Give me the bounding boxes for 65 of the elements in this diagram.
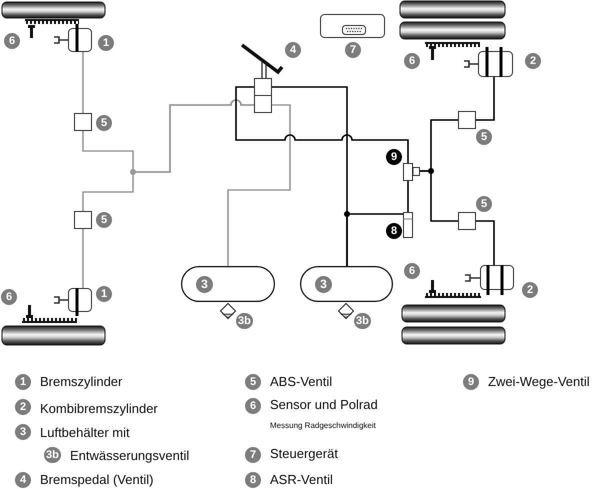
pipe-line <box>420 170 458 222</box>
callout-number: 6 <box>4 33 20 49</box>
brake-cylinder <box>52 288 93 316</box>
callout-number: 2 <box>522 282 538 298</box>
callout-number: 7 <box>345 42 361 58</box>
callout-number: 6 <box>404 53 420 69</box>
callout-number: 4 <box>15 472 31 488</box>
drain-valve <box>338 303 354 319</box>
pipe-line <box>346 213 403 266</box>
callout-number: 2 <box>525 53 541 69</box>
callout-number: 8 <box>245 472 261 488</box>
callout-number: 5 <box>96 115 112 131</box>
callout-number: 6 <box>404 263 420 279</box>
callout-number: 3b <box>354 313 371 329</box>
pipe-line <box>476 77 495 121</box>
callout-number: 7 <box>245 447 261 463</box>
legend-text: Entwässerungsventil <box>70 448 190 464</box>
abs-valve <box>458 212 476 230</box>
legend-text: Zwei-Wege-Ventil <box>488 374 590 390</box>
air-tank <box>181 266 275 302</box>
callout-number: 1 <box>96 286 112 302</box>
pipe-line <box>82 52 84 113</box>
legend-text: ASR-Ventil <box>270 472 333 488</box>
callout-number: 5 <box>245 374 261 390</box>
pipe-line <box>407 181 409 212</box>
combi-brake-cylinder <box>463 265 515 295</box>
pipe-line <box>476 220 495 265</box>
callout-number: 4 <box>285 42 301 58</box>
legend-text: Luftbehälter mit <box>40 425 130 441</box>
brake-cylinder <box>52 24 93 52</box>
callout-number: 5 <box>476 196 492 212</box>
callout-number: 6 <box>1 289 17 305</box>
asr-valve <box>403 212 413 238</box>
callout-number: 1 <box>98 35 114 51</box>
combi-brake-cylinder <box>462 47 514 77</box>
callout-number: 9 <box>463 374 479 390</box>
abs-valve <box>458 111 476 129</box>
callout-number: 3 <box>15 424 31 440</box>
two-way-valve <box>403 163 420 181</box>
legend-text: Bremspedal (Ventil) <box>40 472 154 488</box>
pipe-line <box>235 86 409 163</box>
callout-number: 9 <box>386 149 402 165</box>
legend-note: Messung Radgeschwindigkeit <box>270 421 376 431</box>
pipe-line <box>82 99 254 211</box>
callout-number: 6 <box>245 398 261 414</box>
drain-valve <box>220 303 236 319</box>
callout-number: 3b <box>236 313 253 329</box>
air-tank <box>300 266 393 302</box>
abs-valve <box>74 211 92 229</box>
pipe-line <box>82 229 84 288</box>
callout-number: 1 <box>15 374 31 390</box>
control-unit <box>320 14 385 38</box>
abs-valve <box>74 113 92 131</box>
legend-text: Bremszylinder <box>40 374 122 390</box>
callout-number: 2 <box>15 399 31 415</box>
callout-number: 5 <box>476 129 492 145</box>
legend-text: Steuergerät <box>270 446 338 462</box>
callout-number: 5 <box>96 212 112 228</box>
pedal-valve <box>254 78 272 113</box>
legend-text: Sensor und Polrad <box>270 397 378 413</box>
callout-number: 8 <box>386 223 402 239</box>
pipe-line <box>227 104 291 266</box>
legend-text: ABS-Ventil <box>270 374 332 390</box>
legend-text: Kombibremszylinder <box>40 401 158 417</box>
callout-number: 3b <box>44 447 61 463</box>
